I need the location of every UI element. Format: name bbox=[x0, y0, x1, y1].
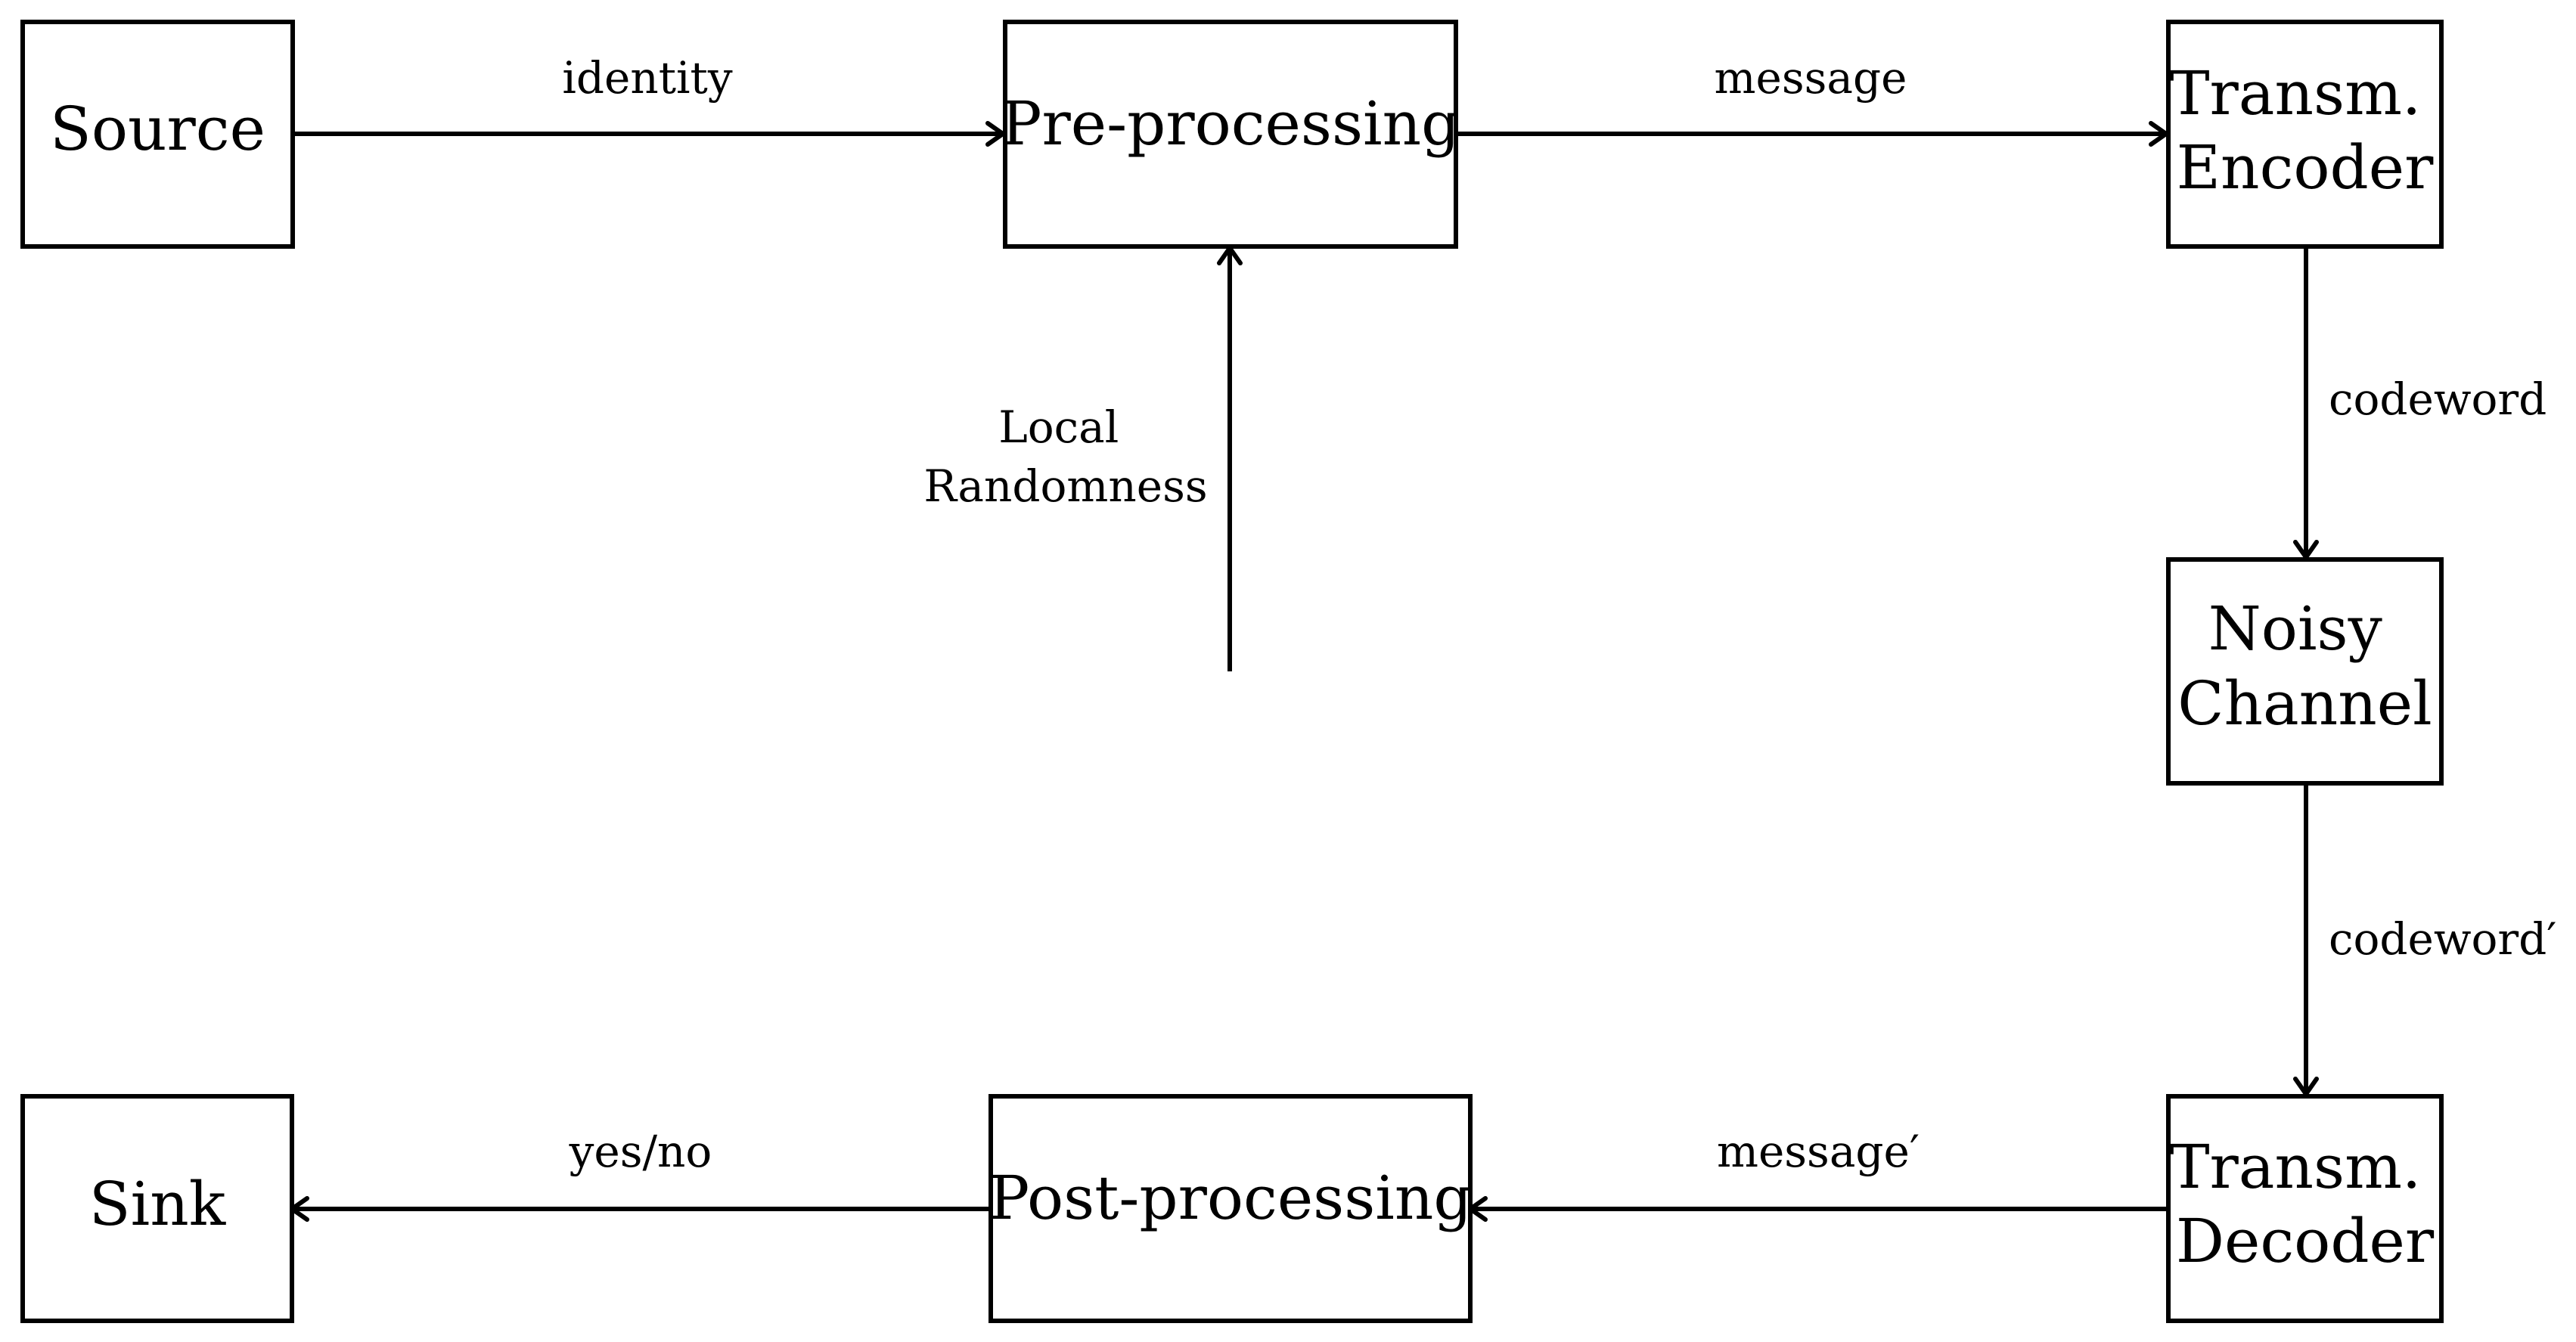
node-decoder-label: Transm. Decoder bbox=[2169, 1132, 2441, 1276]
node-decoder-line1: Transm. bbox=[2169, 1132, 2421, 1202]
node-source: Source bbox=[20, 20, 295, 249]
node-encoder-line2: Encoder bbox=[2177, 132, 2434, 203]
node-channel-line2: Channel bbox=[2177, 668, 2432, 739]
node-encoder-label: Transm. Encoder bbox=[2169, 58, 2441, 203]
node-preprocessing-label: Pre-processing bbox=[1001, 88, 1460, 159]
node-transmission-decoder: Transm. Decoder bbox=[2166, 1094, 2444, 1323]
label-message: message bbox=[1715, 52, 1907, 104]
edge-channel-to-decoder bbox=[2293, 783, 2319, 1096]
edge-preprocessing-to-encoder bbox=[1456, 121, 2168, 147]
label-codeword-prime: codeword′ bbox=[2329, 913, 2556, 965]
node-sink: Sink bbox=[20, 1094, 294, 1323]
label-yes-no: yes/no bbox=[569, 1126, 712, 1177]
label-local-randomness-line1: Local bbox=[998, 401, 1119, 453]
edge-source-to-preprocessing bbox=[293, 121, 1005, 147]
edge-postprocessing-to-sink bbox=[290, 1196, 991, 1222]
edge-randomness-to-preprocessing bbox=[1217, 246, 1243, 671]
label-codeword: codeword bbox=[2329, 373, 2547, 425]
node-postprocessing: Post-processing bbox=[989, 1094, 1473, 1323]
edge-encoder-to-channel bbox=[2293, 246, 2319, 559]
node-preprocessing: Pre-processing bbox=[1001, 20, 1460, 249]
label-local-randomness: Local Randomness bbox=[923, 401, 1207, 512]
node-channel-label: Noisy Channel bbox=[2177, 594, 2432, 739]
node-transmission-encoder: Transm. Encoder bbox=[2166, 20, 2444, 249]
edge-decoder-to-postprocessing bbox=[1468, 1196, 2166, 1222]
label-identity: identity bbox=[562, 52, 733, 104]
node-noisy-channel: Noisy Channel bbox=[2166, 557, 2444, 786]
label-message-prime: message′ bbox=[1717, 1126, 1920, 1177]
node-decoder-line2: Decoder bbox=[2176, 1206, 2435, 1276]
label-local-randomness-line2: Randomness bbox=[923, 460, 1207, 512]
node-sink-label: Sink bbox=[89, 1169, 227, 1239]
node-postprocessing-label: Post-processing bbox=[989, 1163, 1472, 1233]
node-encoder-line1: Transm. bbox=[2169, 58, 2421, 129]
node-source-label: Source bbox=[50, 94, 265, 164]
node-channel-line1: Noisy bbox=[2208, 594, 2382, 664]
